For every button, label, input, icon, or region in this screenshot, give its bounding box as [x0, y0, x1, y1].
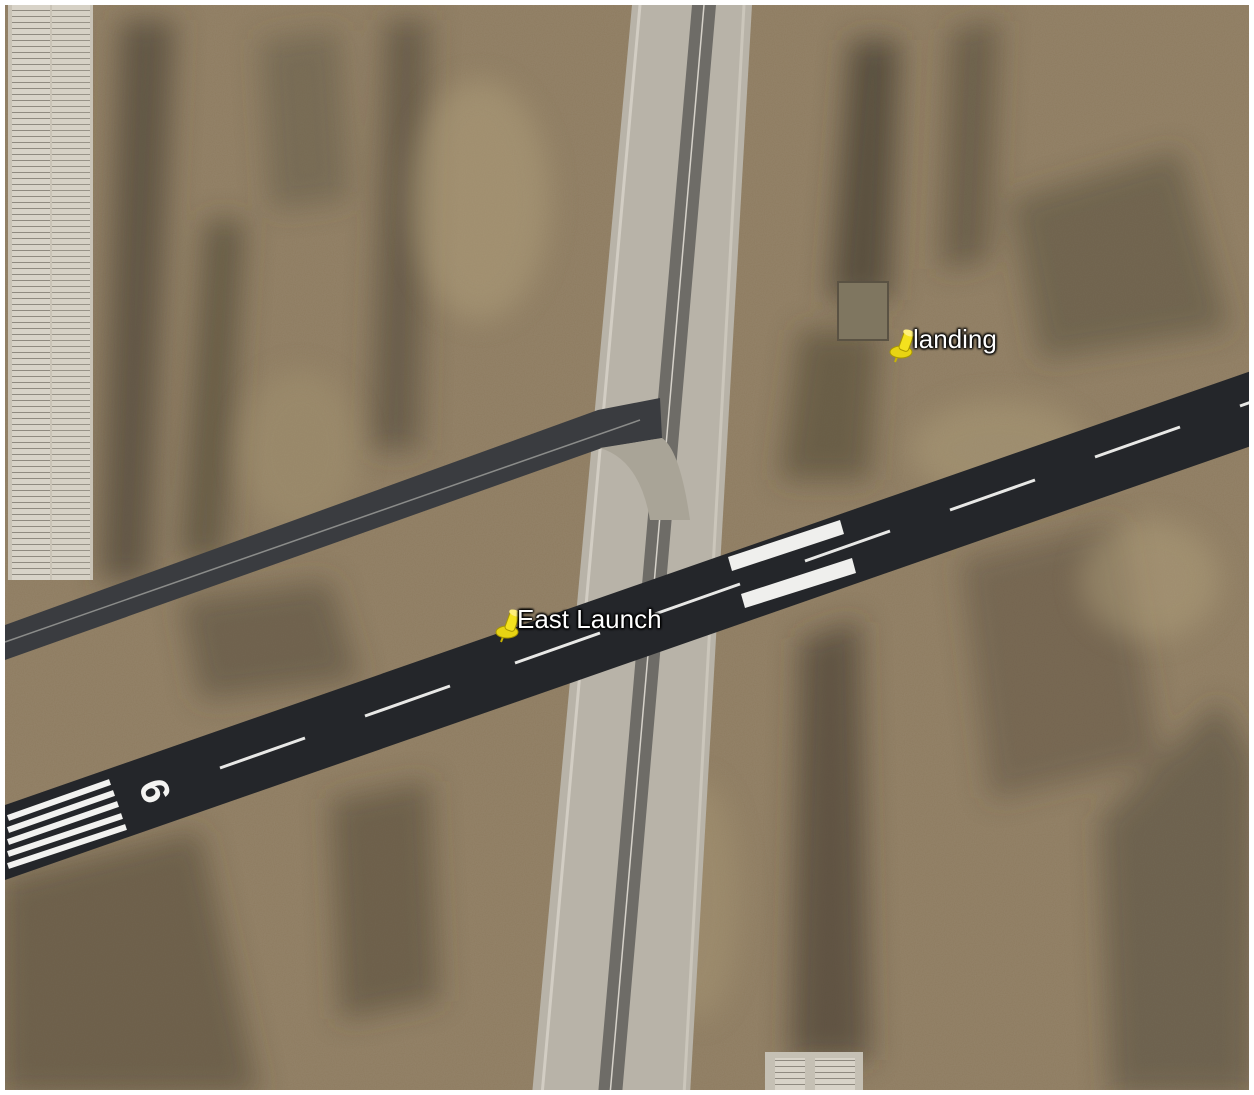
hangar-structure [8, 5, 93, 580]
landing-pushpin-icon[interactable] [884, 328, 924, 368]
north-south-taxiway [532, 4, 752, 1095]
runway-9-27 [5, 370, 1254, 880]
placemark-label-landing[interactable]: landing [913, 324, 997, 354]
connector-taxiway [4, 398, 690, 660]
small-building [837, 281, 889, 341]
vegetation-patches [0, 20, 1254, 1095]
placemark-label-east-launch[interactable]: East Launch [517, 604, 662, 634]
building-south [765, 1052, 863, 1095]
east-launch-pushpin-icon[interactable] [490, 608, 530, 648]
